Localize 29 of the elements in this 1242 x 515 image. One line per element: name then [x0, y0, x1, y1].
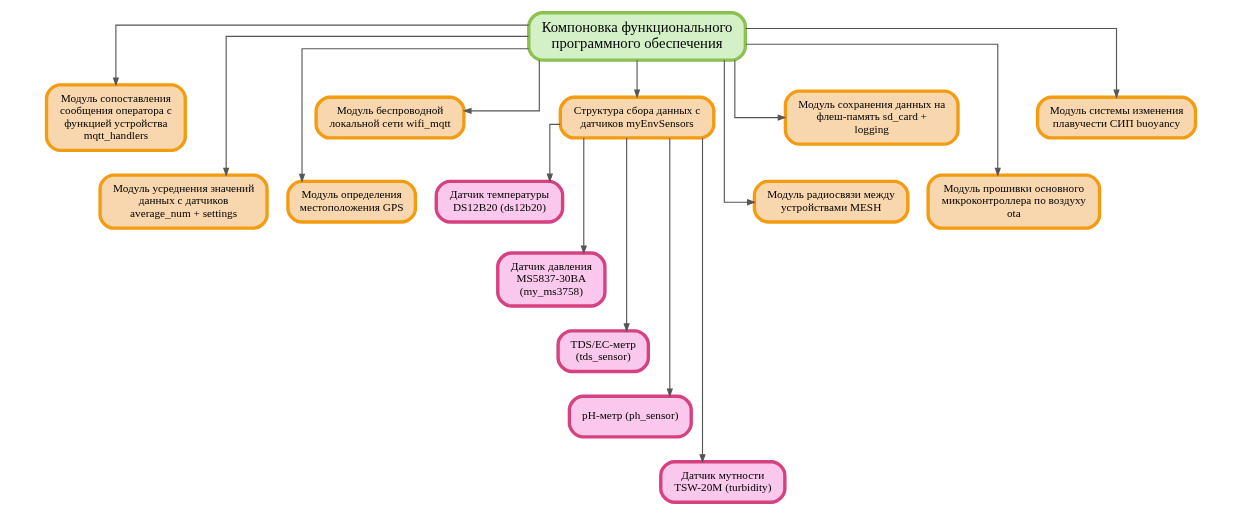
arrow — [745, 27, 1120, 99]
node-box: Модуль радиосвязи между устройствами MESH — [752, 179, 910, 224]
arrow — [666, 137, 673, 398]
arrow — [580, 137, 587, 255]
arrow — [462, 59, 540, 114]
node-box: Датчик температуры DS12B20 (ds12b20) — [434, 179, 565, 224]
arrow — [633, 59, 641, 99]
arrow — [298, 48, 530, 183]
node-box: Компоновка функционального программного обеспечения — [527, 11, 748, 62]
node-box: Модуль сопоставления сообщения оператора с функцией устройства mqtt_handlers — [44, 83, 187, 152]
node-box: Модуль системы изменения плавучести СИП buoyancy — [1035, 95, 1198, 140]
arrow — [699, 137, 706, 464]
node-box: Модуль усреднения значений данных с датчиков average_num + settings — [98, 173, 269, 230]
node-box: Модуль прошивки основного микроконтроллера по воздуху ota — [926, 173, 1102, 230]
node-box: Модуль сохранения данных на флеш-память sd_card + logging — [783, 89, 960, 146]
arrow — [112, 24, 530, 87]
arrow — [223, 35, 530, 177]
node-box: Модуль определения местоположения GPS — [286, 179, 418, 224]
node-box: Датчик мутности TSW-20M (turbidity) — [659, 460, 787, 504]
arrow — [546, 123, 561, 183]
node-box: Датчик давления MS5837-30BA (my_ms3758) — [496, 251, 607, 308]
node-box: Структура сбора данных с датчиков myEnvSensors — [558, 95, 716, 140]
arrow — [723, 59, 757, 206]
arrow — [745, 43, 1001, 177]
arrow — [623, 137, 630, 333]
arrow — [734, 59, 787, 121]
node-box: Модуль беспроводной локальной сети wifi_mqtt — [314, 95, 466, 140]
node-box: TDS/EC-метр (tds_sensor) — [556, 329, 651, 374]
node-box: pH-метр (ph_sensor) — [567, 394, 693, 439]
